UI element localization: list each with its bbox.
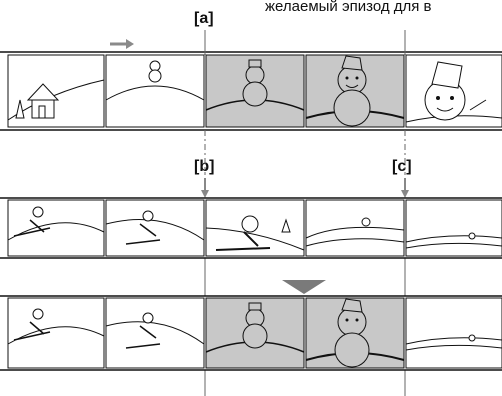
down-arrow-icon [401,178,409,198]
frame-result-skier-5 [405,297,502,369]
frame-skier-2 [105,199,205,257]
marker-lines [204,30,406,396]
frame-result-skier-1 [7,297,105,369]
down-arrow-icon [201,178,209,198]
frame-skier-5 [405,199,502,257]
bottom-strip [0,295,502,371]
top-strip [0,51,502,131]
frame-snowman-face [405,54,502,128]
caption: желаемый эпизод для в [265,0,432,15]
frame-snowman-close [305,54,405,128]
marker-b: [b] [194,158,215,175]
frame-snowman-far [105,54,205,128]
marker-c: [c] [392,158,412,175]
big-down-arrow-icon [282,280,326,294]
frame-snowman-mid [205,54,305,128]
frame-house [7,54,105,128]
frame-skier-1 [7,199,105,257]
frame-result-snowman-close [305,297,405,369]
marker-a: [a] [194,10,214,27]
frame-skier-4 [305,199,405,257]
frame-result-snowman-mid [205,297,305,369]
direction-arrow-icon [110,39,134,49]
middle-strip [0,197,502,259]
frame-result-skier-2 [105,297,205,369]
frame-skier-3 [205,199,305,257]
